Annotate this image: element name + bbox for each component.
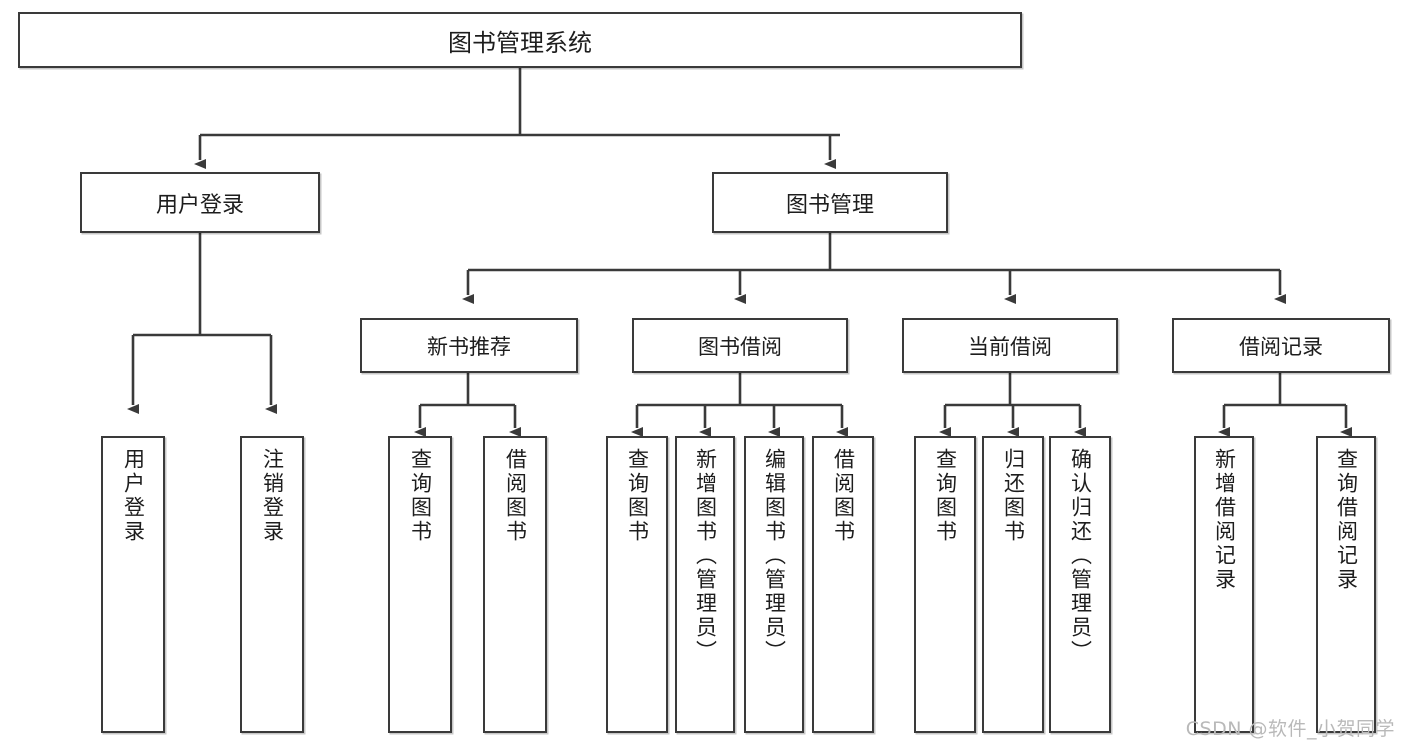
node-label: 借阅图书: [503, 448, 528, 544]
leaf-return-book[interactable]: 归还图书: [982, 436, 1044, 733]
node-label: 注销登录: [260, 448, 285, 544]
node-label: 查询借阅记录: [1334, 448, 1359, 592]
node-label: 用户登录: [155, 192, 244, 218]
leaf-edit-book-admin[interactable]: 编辑图书（管理员）: [744, 436, 804, 733]
node-user-login[interactable]: 用户登录: [80, 172, 320, 233]
node-label: 查询图书: [933, 448, 958, 544]
node-book-borrow[interactable]: 图书借阅: [632, 318, 848, 373]
node-label: 借阅记录: [1239, 334, 1323, 359]
node-label: 借阅图书: [831, 448, 856, 544]
node-label: 新增图书（管理员）: [693, 448, 718, 664]
leaf-query-borrow-record[interactable]: 查询借阅记录: [1316, 436, 1376, 733]
node-label: 图书管理: [785, 192, 874, 218]
node-current-borrow[interactable]: 当前借阅: [902, 318, 1118, 373]
leaf-add-borrow-record[interactable]: 新增借阅记录: [1194, 436, 1254, 733]
node-label: 查询图书: [625, 448, 650, 544]
leaf-borrow-book[interactable]: 借阅图书: [812, 436, 874, 733]
node-label: 确认归还（管理员）: [1068, 448, 1093, 664]
node-book-management[interactable]: 图书管理: [712, 172, 948, 233]
watermark: CSDN @软件_小贺同学: [1185, 718, 1395, 740]
node-root-system[interactable]: 图书管理系统: [18, 12, 1022, 68]
node-new-book-recommend[interactable]: 新书推荐: [360, 318, 578, 373]
leaf-confirm-return-admin[interactable]: 确认归还（管理员）: [1049, 436, 1111, 733]
node-label: 当前借阅: [968, 334, 1052, 359]
node-label: 编辑图书（管理员）: [762, 448, 787, 664]
node-label: 图书借阅: [698, 334, 782, 359]
node-label: 图书管理系统: [448, 28, 592, 57]
node-label: 查询图书: [408, 448, 433, 544]
leaf-query-book-current[interactable]: 查询图书: [914, 436, 976, 733]
leaf-borrow-book-recommend[interactable]: 借阅图书: [483, 436, 547, 733]
node-label: 归还图书: [1001, 448, 1026, 544]
leaf-user-login[interactable]: 用户登录: [101, 436, 165, 733]
leaf-logout[interactable]: 注销登录: [240, 436, 304, 733]
leaf-query-book-borrow[interactable]: 查询图书: [606, 436, 668, 733]
leaf-add-book-admin[interactable]: 新增图书（管理员）: [675, 436, 735, 733]
node-label: 新增借阅记录: [1212, 448, 1237, 592]
node-label: 用户登录: [121, 448, 146, 544]
node-borrow-record[interactable]: 借阅记录: [1172, 318, 1390, 373]
node-label: 新书推荐: [427, 334, 511, 359]
leaf-query-book-recommend[interactable]: 查询图书: [388, 436, 452, 733]
